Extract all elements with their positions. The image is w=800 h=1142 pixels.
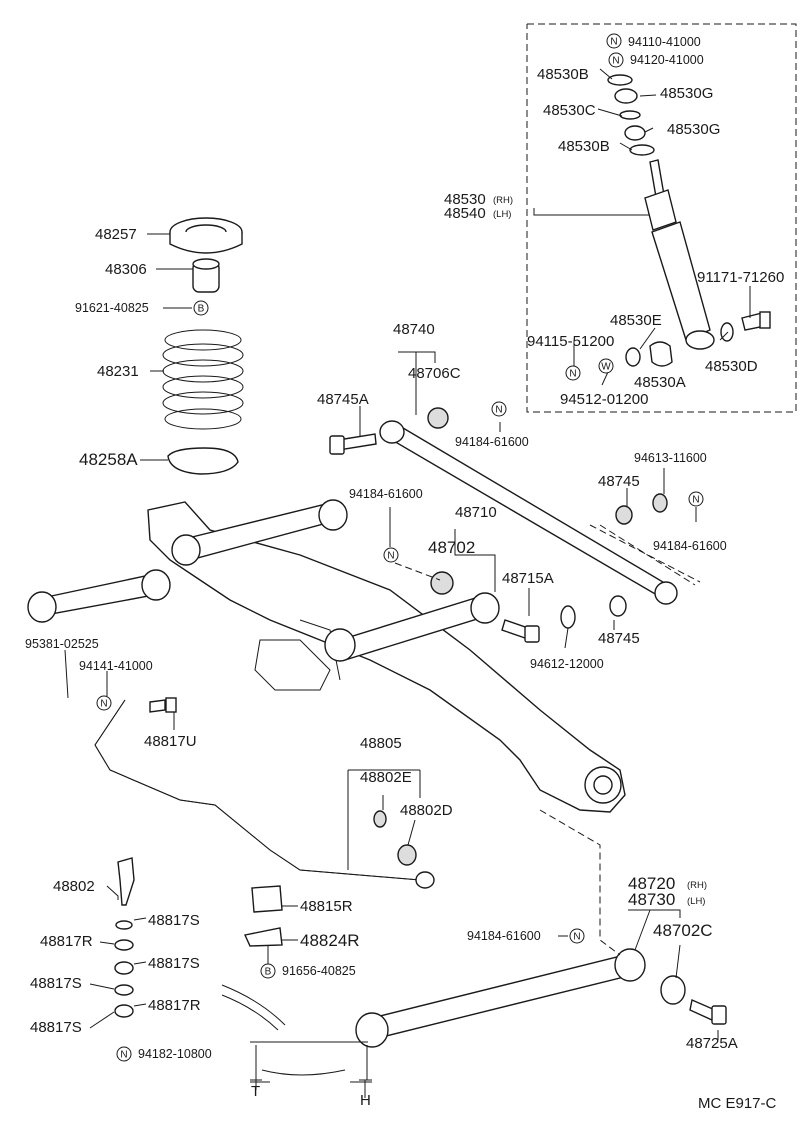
label-48530-rh: (RH) (493, 195, 513, 206)
b-mark-91621: B (193, 300, 209, 316)
svg-text:B: B (198, 304, 205, 315)
label-48802E: 48802E (360, 769, 412, 786)
shock-absorber-group-box (526, 23, 797, 413)
svg-text:N: N (495, 405, 502, 416)
n-mark-94120: N (608, 52, 624, 68)
label-48817R-2: 48817R (148, 997, 201, 1014)
n-mark-94182: N (116, 1046, 132, 1062)
n-mark-94110: N (606, 33, 622, 49)
label-48802D: 48802D (400, 802, 453, 819)
svg-text:N: N (610, 37, 617, 48)
label-48530D: 48530D (705, 358, 758, 375)
label-48817S-1: 48817S (148, 912, 200, 929)
shock-absorber-parts (607, 74, 771, 367)
label-48745-lower: 48745 (598, 630, 640, 647)
dimension-H: H (360, 1092, 371, 1109)
label-48710: 48710 (455, 504, 497, 521)
label-48802: 48802 (53, 878, 95, 895)
n-mark-94184-3: N (383, 547, 399, 563)
label-48715A: 48715A (502, 570, 554, 587)
label-94115-51200: 94115-51200 (527, 333, 614, 350)
label-48740: 48740 (393, 321, 435, 338)
label-48257: 48257 (95, 226, 137, 243)
label-48530B-bottom: 48530B (558, 138, 610, 155)
label-48530G-bottom: 48530G (667, 121, 720, 138)
svg-text:W: W (601, 362, 611, 373)
n-mark-94141: N (96, 695, 112, 711)
label-48817S-3: 48817S (30, 975, 82, 992)
leader-lines (64, 68, 751, 1098)
stabilizer-bar (94, 697, 435, 1083)
svg-text:N: N (692, 495, 699, 506)
n-mark-94184-2: N (688, 491, 704, 507)
axle-housing (27, 493, 727, 1048)
label-48231: 48231 (97, 363, 139, 380)
label-48745A: 48745A (317, 391, 369, 408)
label-48725A: 48725A (686, 1035, 738, 1052)
label-48817S-2: 48817S (148, 955, 200, 972)
label-48530G-top: 48530G (660, 85, 713, 102)
label-94512-01200: 94512-01200 (560, 391, 648, 408)
label-48530A: 48530A (634, 374, 686, 391)
label-94184-61600-b: 94184-61600 (653, 539, 727, 553)
label-48530C: 48530C (543, 102, 596, 119)
label-94184-61600-a: 94184-61600 (455, 435, 529, 449)
svg-text:N: N (569, 369, 576, 380)
svg-text:N: N (100, 699, 107, 710)
label-48817R-1: 48817R (40, 933, 93, 950)
label-94612-12000: 94612-12000 (530, 657, 604, 671)
circle-marks: N N B N W N N N N N B N (96, 33, 704, 1062)
n-mark-94115: N (565, 365, 581, 381)
dimension-T: T (251, 1083, 260, 1100)
svg-text:N: N (612, 56, 619, 67)
svg-text:N: N (120, 1050, 127, 1061)
label-95381-02525: 95381-02525 (25, 637, 99, 651)
label-48745-upper: 48745 (598, 473, 640, 490)
label-91171-71260: 91171-71260 (697, 269, 784, 286)
label-48306: 48306 (105, 261, 147, 278)
label-94184-61600-d: 94184-61600 (467, 929, 541, 943)
label-48540-lh: (LH) (493, 209, 511, 220)
label-48817S-4: 48817S (30, 1019, 82, 1036)
label-94141-41000: 94141-41000 (79, 659, 153, 673)
label-48530E: 48530E (610, 312, 662, 329)
w-mark-94512: W (598, 358, 614, 374)
lateral-rod (329, 407, 701, 605)
label-48702C: 48702C (653, 921, 713, 940)
label-48530: 48530 (444, 191, 486, 208)
label-48540: 48540 (444, 205, 486, 222)
label-94613-11600: 94613-11600 (634, 451, 707, 465)
label-94120-41000: 94120-41000 (630, 53, 704, 67)
coil-spring-assembly (162, 217, 244, 475)
svg-text:N: N (573, 932, 580, 943)
diagram-code: MC E917-C (698, 1095, 777, 1112)
n-mark-94184-1: N (491, 401, 507, 417)
label-91621-40825: 91621-40825 (75, 301, 149, 315)
part-labels: 94110-41000 94120-41000 48530B 48530G 48… (25, 35, 784, 1112)
label-48730: 48730 (628, 890, 675, 909)
svg-text:N: N (387, 551, 394, 562)
label-48720-rh: (RH) (687, 880, 707, 891)
label-48702: 48702 (428, 538, 475, 557)
label-48706C: 48706C (408, 365, 461, 382)
label-48720: 48720 (628, 874, 675, 893)
label-48730-lh: (LH) (687, 896, 705, 907)
label-94182-10800: 94182-10800 (138, 1047, 212, 1061)
label-94184-61600-c: 94184-61600 (349, 487, 423, 501)
label-48815R: 48815R (300, 898, 353, 915)
label-48817U: 48817U (144, 733, 197, 750)
label-48824R: 48824R (300, 931, 360, 950)
label-91656-40825: 91656-40825 (282, 964, 356, 978)
svg-text:B: B (265, 967, 272, 978)
b-mark-91656: B (260, 963, 276, 979)
n-mark-94184-4: N (569, 928, 585, 944)
label-48530B-top: 48530B (537, 66, 589, 83)
label-94110-41000: 94110-41000 (628, 35, 701, 49)
label-48805: 48805 (360, 735, 402, 752)
label-48258A: 48258A (79, 450, 138, 469)
